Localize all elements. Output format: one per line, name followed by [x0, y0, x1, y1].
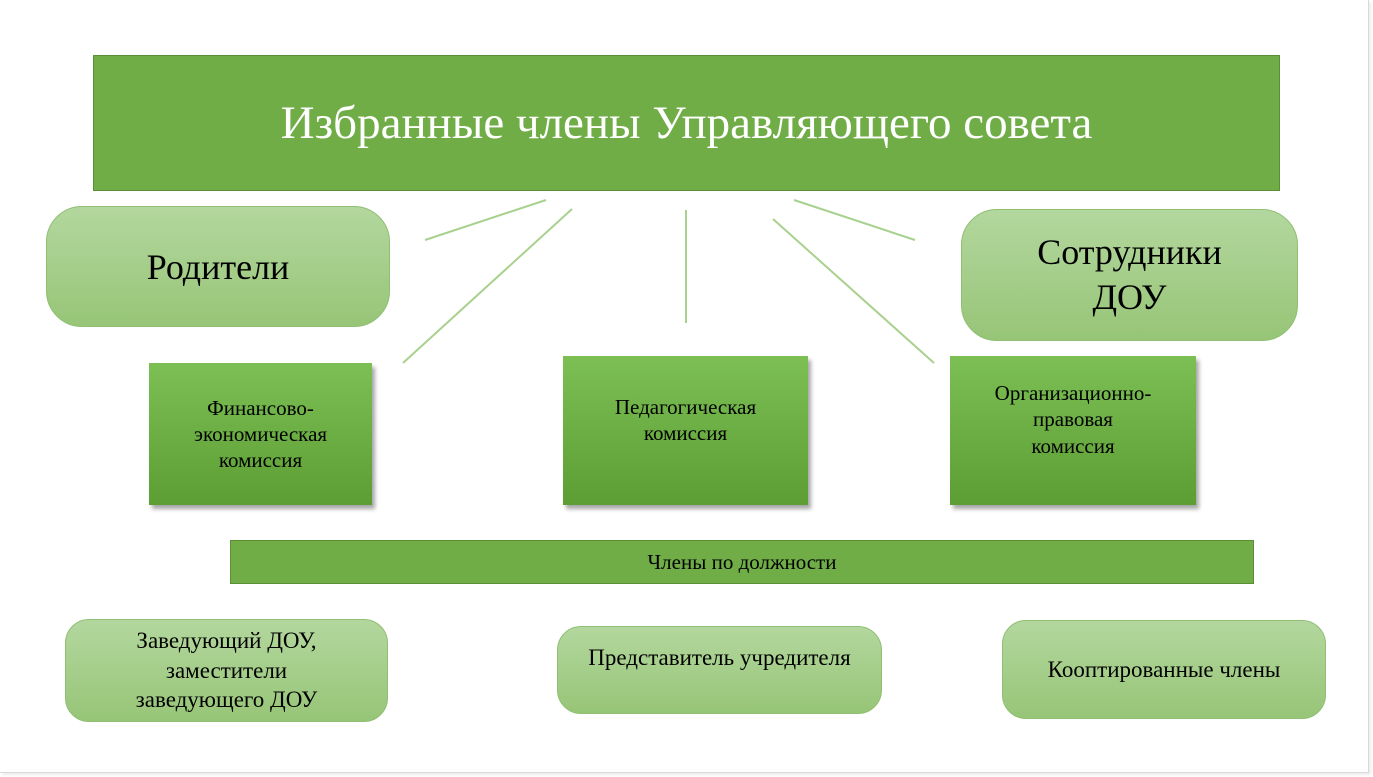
ex-officio-bar: Члены по должности: [230, 540, 1254, 584]
member-founder: Представитель учредителя: [557, 626, 882, 714]
council-title-text: Избранные члены Управляющего совета: [280, 97, 1093, 149]
ex-officio-label: Члены по должности: [647, 549, 837, 574]
finance-commission-label: Финансово- экономическая комиссия: [193, 395, 328, 473]
council-title: Избранные члены Управляющего совета: [93, 55, 1280, 191]
connector-line: [402, 208, 573, 364]
member-founder-label: Представитель учредителя: [588, 645, 851, 670]
parents-group: Родители: [46, 206, 390, 327]
parents-label: Родители: [146, 246, 290, 287]
member-coopted-label: Кооптированные члены: [1047, 656, 1281, 682]
member-head: Заведующий ДОУ, заместители заведующего …: [65, 619, 388, 722]
pedagogical-commission: Педагогическая комиссия: [563, 356, 808, 505]
connector-line: [793, 199, 916, 241]
legal-commission: Организационно- правовая комиссия: [950, 356, 1196, 505]
finance-commission: Финансово- экономическая комиссия: [149, 363, 372, 505]
member-head-label: Заведующий ДОУ, заместители заведующего …: [135, 627, 318, 713]
connector-line: [424, 199, 547, 241]
pedagogical-commission-label: Педагогическая комиссия: [614, 395, 757, 446]
staff-group: Сотрудники ДОУ: [961, 209, 1298, 341]
connector-line: [772, 218, 935, 364]
legal-commission-label: Организационно- правовая комиссия: [994, 381, 1152, 458]
staff-label: Сотрудники ДОУ: [1037, 232, 1222, 317]
member-coopted: Кооптированные члены: [1002, 620, 1326, 719]
